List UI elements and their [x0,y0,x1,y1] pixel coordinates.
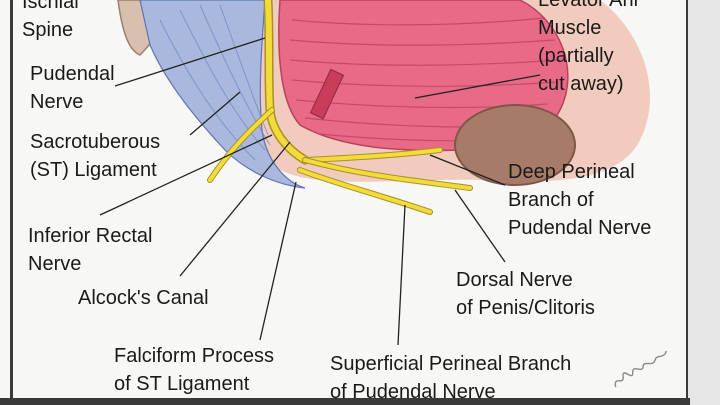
label-deep-perineal-branch: Deep Perineal Branch of Pudendal Nerve [508,161,652,239]
muscle-stripes [289,17,561,142]
frame-bottom-border [0,398,690,405]
cut-edge [309,68,345,120]
label-falciform-process: Falciform Process of ST Ligament [114,345,275,395]
label-alcocks-canal: Alcock's Canal [78,287,209,309]
label-inferior-rectal-nerve: Inferior Rectal Nerve [28,225,153,275]
frame-right-margin [688,0,720,405]
frame-left-border [10,0,13,405]
label-dorsal-nerve: Dorsal Nerve of Penis/Clitoris [456,269,595,319]
frame-right-border [686,0,689,405]
label-ischial-spine: Ischial Spine [22,0,79,41]
anal-opening [454,104,576,186]
label-levator-ani-muscle: Levator Ani Muscle (partially cut away) [538,0,639,95]
label-pudendal-nerve: Pudendal Nerve [30,63,115,113]
label-sacrotuberous-ligament: Sacrotuberous (ST) Ligament [30,131,161,181]
ligament-fibers [159,4,271,161]
sacrotuberous-ligament [139,0,306,189]
leader-lines [99,37,541,346]
artist-signature [614,350,668,388]
label-superficial-perineal-branch: Superficial Perineal Branch of Pudendal … [330,353,572,403]
pudendal-nerve-branches [207,0,473,215]
